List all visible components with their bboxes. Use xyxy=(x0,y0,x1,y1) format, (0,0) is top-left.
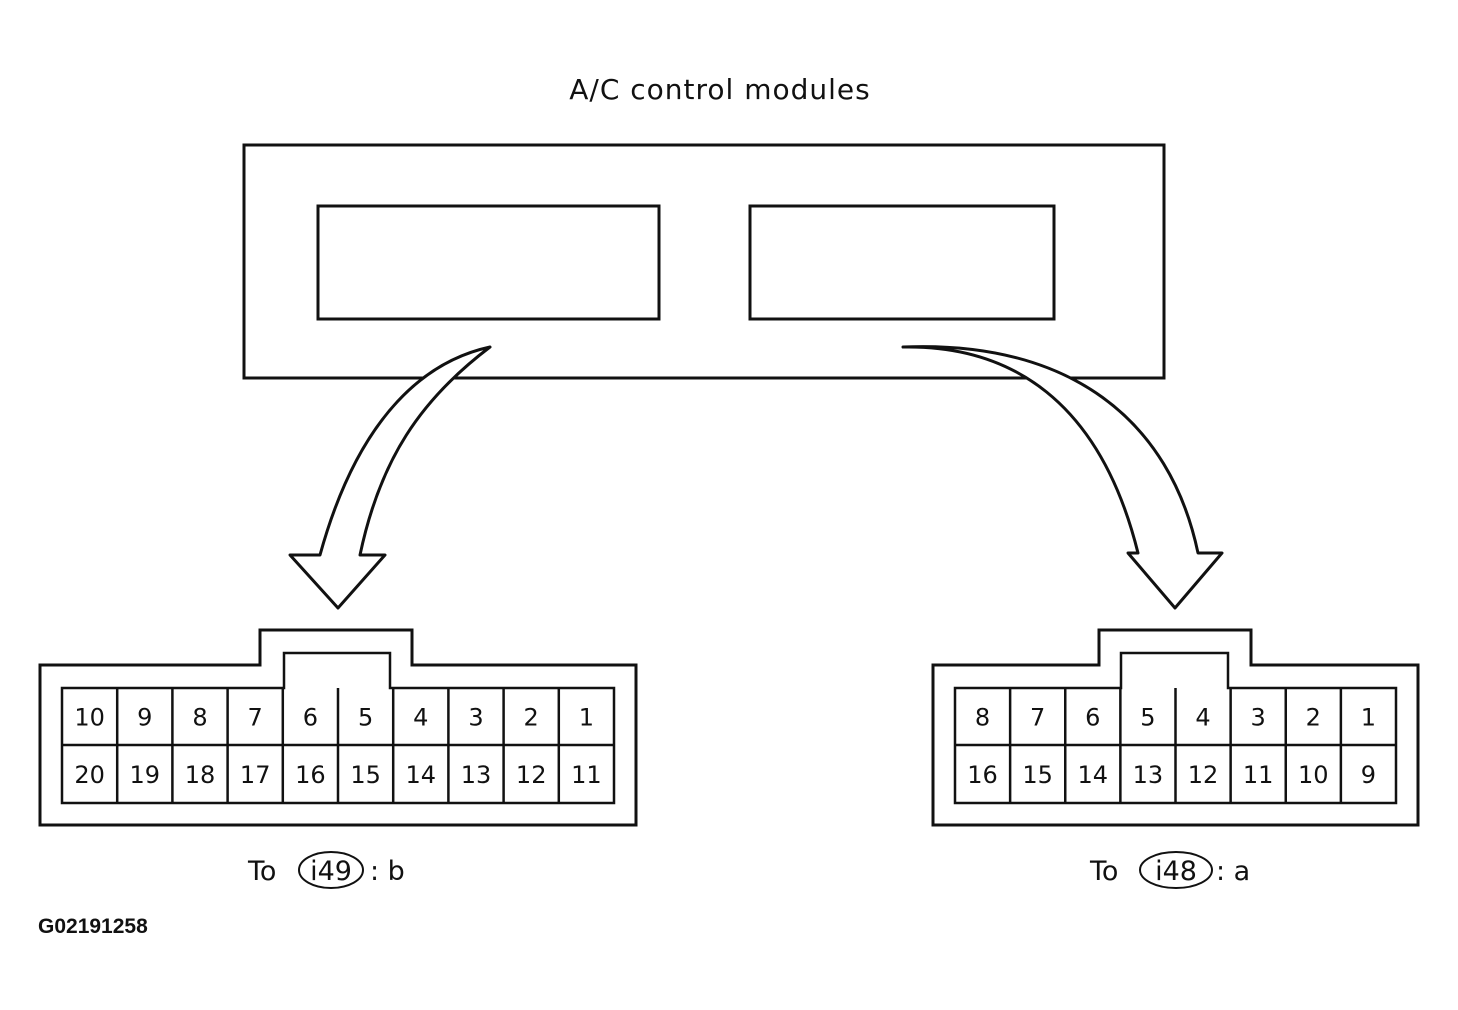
connector-b-inner-shell xyxy=(60,651,616,805)
connector-b-pin-label: 19 xyxy=(130,761,161,789)
connector-a-pin-label: 7 xyxy=(1030,704,1045,732)
connector-b-pin-label: 13 xyxy=(461,761,492,789)
connector-b-pin-label: 17 xyxy=(240,761,271,789)
connector-b-outer-shell xyxy=(38,628,638,827)
caption-a-code: i48 xyxy=(1155,856,1197,887)
module-outline xyxy=(242,143,1166,380)
connector-a-pin-label: 6 xyxy=(1085,704,1100,732)
connector-b-pin-label: 20 xyxy=(74,761,105,789)
connector-b-pin-label: 11 xyxy=(571,761,602,789)
connector-b-pin-label: 1 xyxy=(579,704,594,732)
connector-a xyxy=(931,628,1420,827)
ac-control-module xyxy=(242,143,1166,380)
caption-b-prefix: To xyxy=(247,856,276,887)
connector-a-pin-label: 12 xyxy=(1188,761,1219,789)
connector-a-pin-label: 14 xyxy=(1078,761,1109,789)
caption-b-code: i49 xyxy=(310,856,352,887)
caption-b-code-circle xyxy=(298,851,364,889)
connector-b-pin-label: 9 xyxy=(137,704,152,732)
arrow-to-connector-b xyxy=(288,345,492,610)
connector-a-pin-label: 1 xyxy=(1361,704,1376,732)
connector-b-pin-label: 3 xyxy=(468,704,483,732)
connector-a-pin-label: 13 xyxy=(1133,761,1164,789)
connector-b-pin-label: 16 xyxy=(295,761,326,789)
connector-a-caption: To i48 : a xyxy=(1089,851,1250,889)
caption-a-prefix: To xyxy=(1089,856,1118,887)
connector-a-pin-label: 16 xyxy=(967,761,998,789)
connector-a-cell-dividers xyxy=(1008,688,1343,803)
connector-b-pin-label: 15 xyxy=(350,761,381,789)
connector-a-pin-label: 11 xyxy=(1243,761,1274,789)
connector-b-pin-label: 5 xyxy=(358,704,373,732)
connector-b-pin-label: 2 xyxy=(524,704,539,732)
connector-a-pin-label: 3 xyxy=(1251,704,1266,732)
connector-b-pin-label: 4 xyxy=(413,704,428,732)
connector-a-inner-shell xyxy=(953,651,1398,805)
connector-a-pin-label: 2 xyxy=(1306,704,1321,732)
connector-a-pin-label: 10 xyxy=(1298,761,1329,789)
connector-b-pin-label: 7 xyxy=(248,704,263,732)
connector-b xyxy=(38,628,638,827)
arrow-to-connector-a xyxy=(901,345,1224,610)
connector-b-pin-label: 14 xyxy=(406,761,437,789)
connector-b-pin-label: 12 xyxy=(516,761,547,789)
caption-a-code-circle xyxy=(1139,851,1213,889)
connector-b-cell-dividers xyxy=(115,688,561,803)
module-socket-b xyxy=(316,204,661,321)
connector-b-pin-label: 18 xyxy=(185,761,216,789)
caption-a-suffix: : a xyxy=(1216,856,1250,887)
connector-a-pin-label: 5 xyxy=(1140,704,1155,732)
module-socket-a xyxy=(748,204,1056,321)
diagram-title: A/C control modules xyxy=(569,73,871,106)
connector-a-pins: 8 7 6 5 4 3 2 1 16 15 14 13 12 11 10 9 xyxy=(967,704,1376,790)
connector-b-pin-label: 8 xyxy=(192,704,207,732)
connector-a-pin-label: 4 xyxy=(1195,704,1210,732)
connector-b-pin-label: 6 xyxy=(303,704,318,732)
figure-id: G02191258 xyxy=(38,915,148,938)
connector-b-pin-label: 10 xyxy=(74,704,105,732)
connector-a-outer-shell xyxy=(931,628,1420,827)
connector-a-pin-label: 9 xyxy=(1361,761,1376,789)
caption-b-suffix: : b xyxy=(370,856,405,887)
connector-a-pin-label: 15 xyxy=(1022,761,1053,789)
connector-b-caption: To i49 : b xyxy=(247,851,405,889)
connector-a-pin-label: 8 xyxy=(975,704,990,732)
